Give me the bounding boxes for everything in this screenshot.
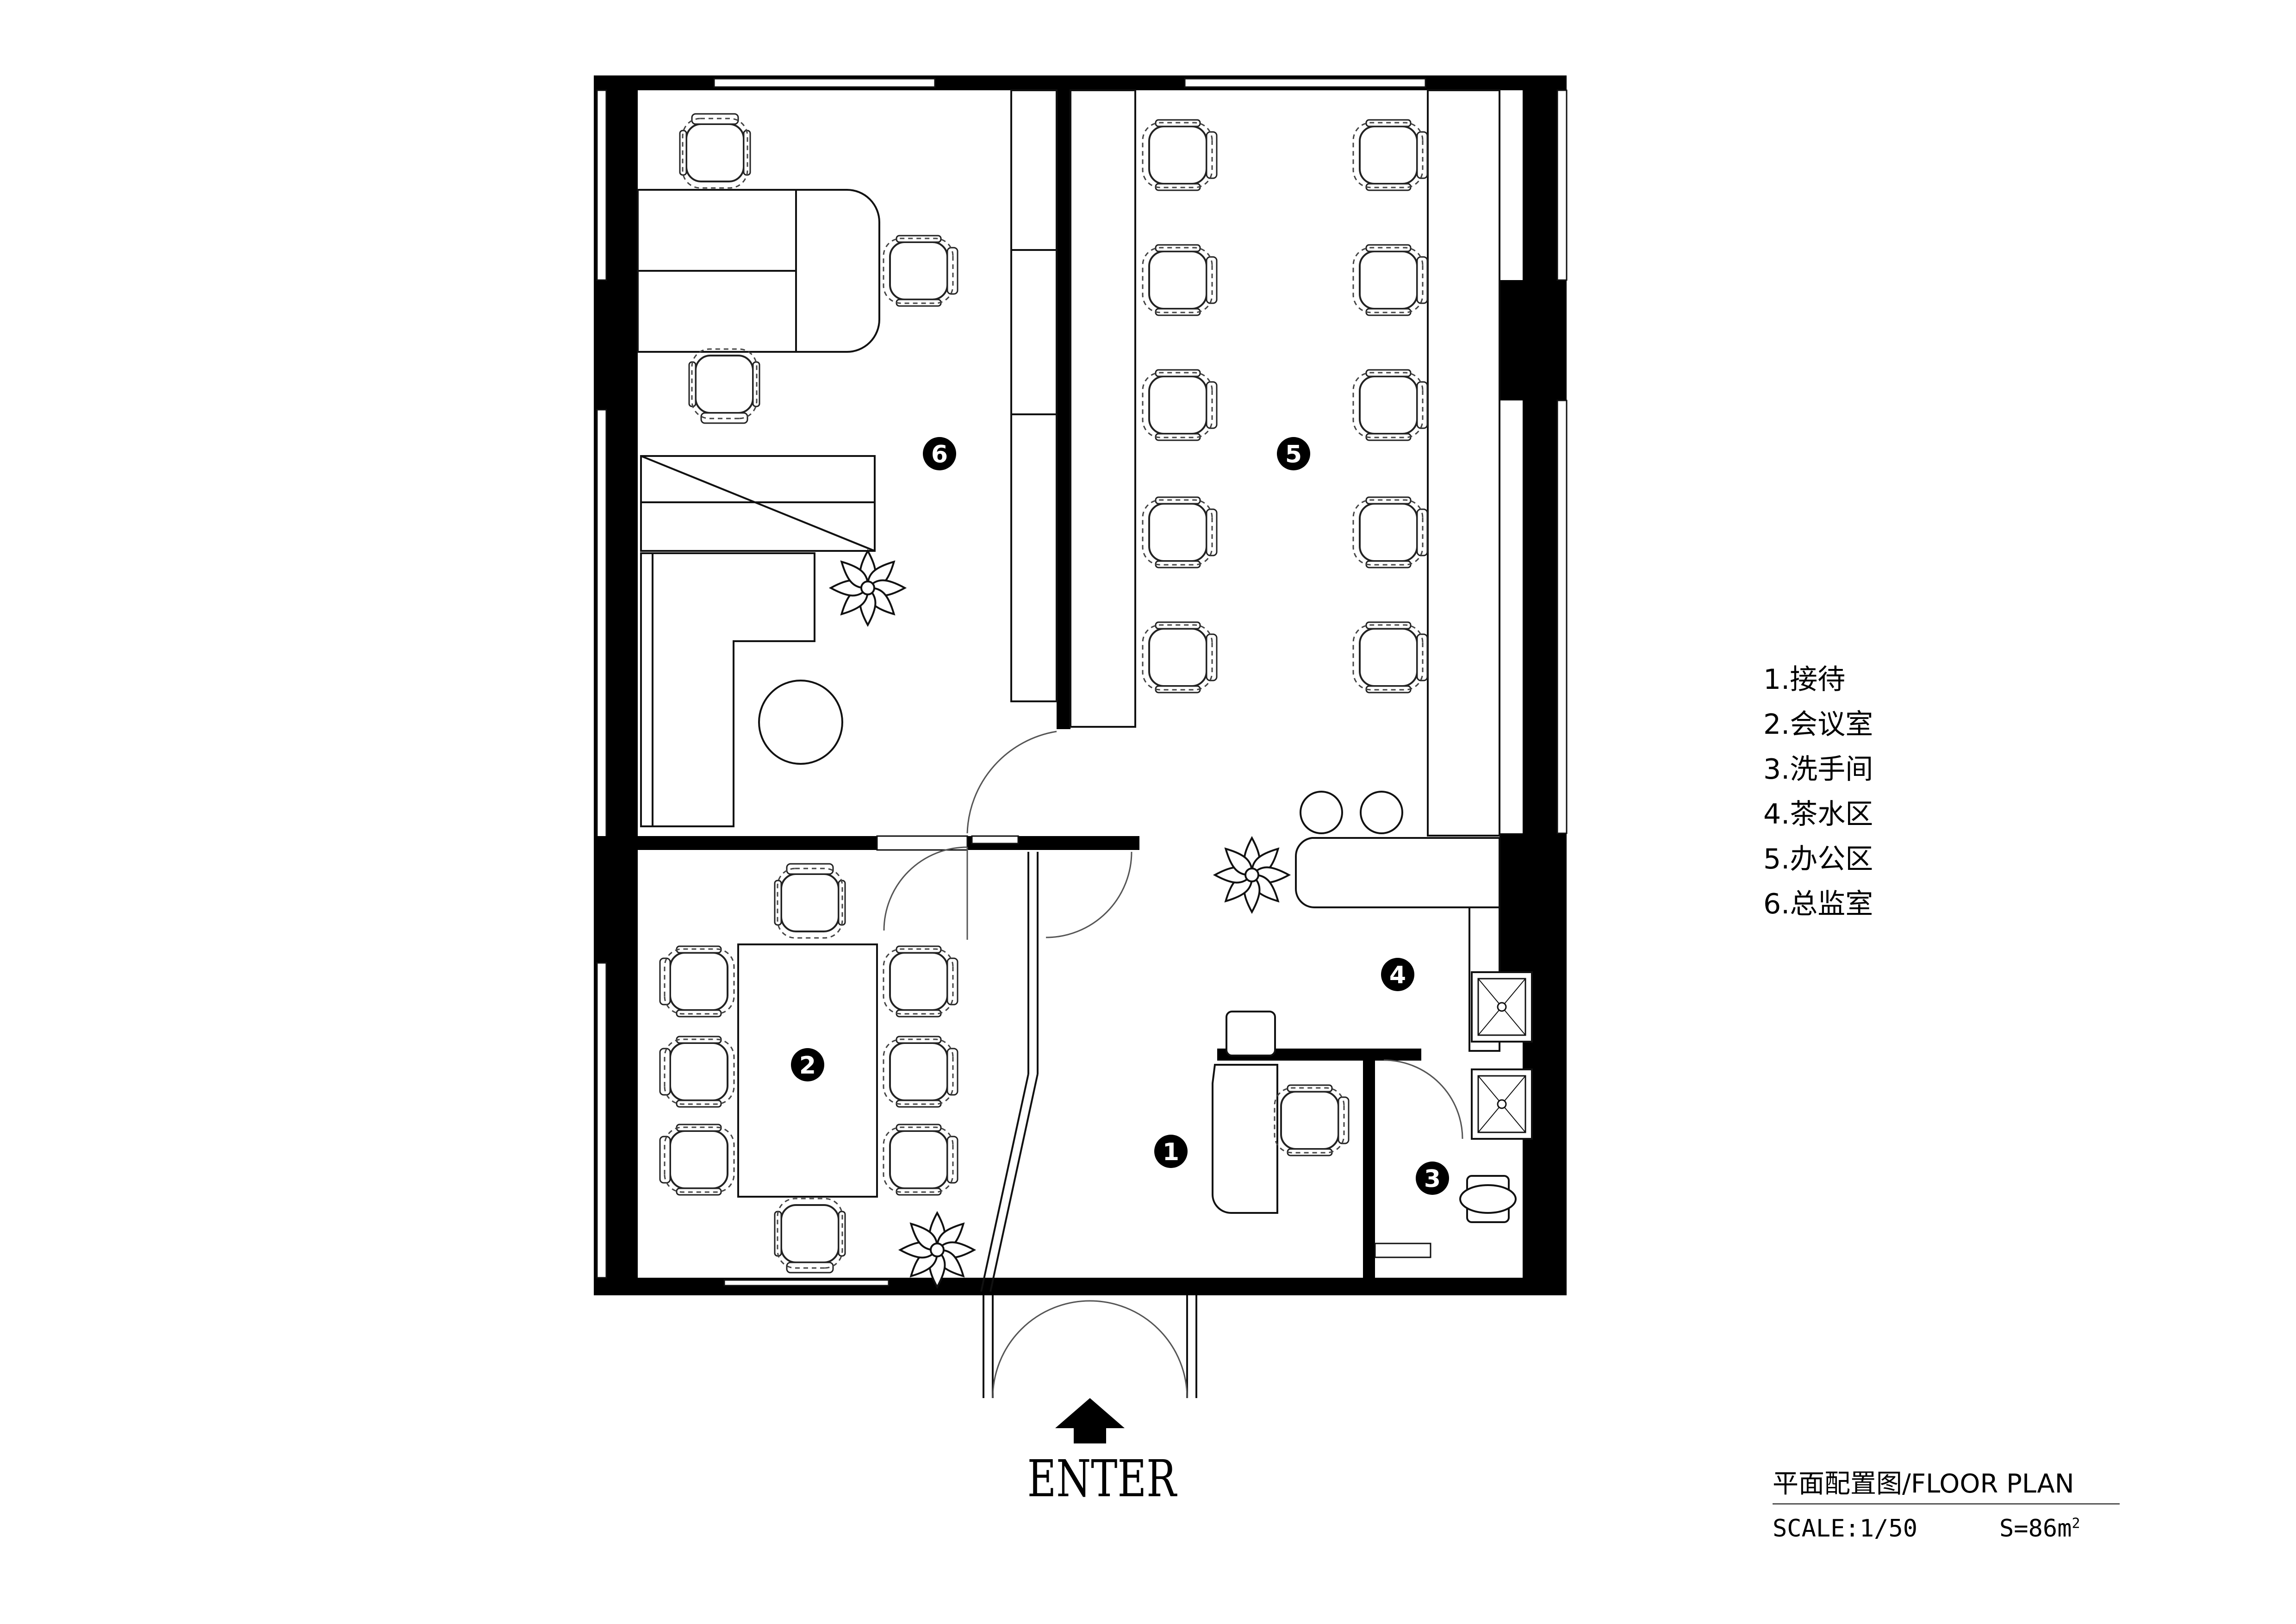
plant-icon xyxy=(1214,837,1290,913)
reception-chair xyxy=(1274,1084,1350,1156)
entrance-label: ENTER xyxy=(1027,1449,1176,1508)
pantry-sink-icon xyxy=(1471,971,1533,1043)
plant-icon xyxy=(899,1212,975,1288)
drawing-title: 平面配置图/FLOOR PLAN xyxy=(1773,1463,2120,1505)
floor-area: S=86m2 xyxy=(1999,1515,2080,1543)
room-marker-5: 5 xyxy=(1277,437,1310,470)
room-marker-number: 5 xyxy=(1285,441,1302,468)
legend-item-director-office: 6.总监室 xyxy=(1763,888,1873,920)
legend-item-washroom: 3.洗手间 xyxy=(1763,753,1873,786)
entrance-doors xyxy=(983,1295,1197,1399)
interior-walls xyxy=(594,90,1431,1285)
room-marker-6: 6 xyxy=(923,437,956,470)
room-marker-3: 3 xyxy=(1416,1162,1449,1195)
director-office-chair xyxy=(883,235,958,307)
room-marker-1: 1 xyxy=(1154,1135,1188,1168)
room-marker-number: 6 xyxy=(931,441,948,468)
legend-item-office-area: 5.办公区 xyxy=(1763,843,1873,875)
open-office-chairs xyxy=(1142,119,1428,693)
scale-row: SCALE:1/50 S=86m2 xyxy=(1773,1515,2120,1543)
washroom-sink-icon xyxy=(1471,1068,1533,1140)
drawing-scale: SCALE:1/50 xyxy=(1773,1515,1918,1543)
open-office-furniture xyxy=(1070,89,1500,837)
room-marker-number: 4 xyxy=(1389,962,1406,989)
director-office-chair xyxy=(679,113,751,189)
washroom-door-swing xyxy=(1383,1059,1463,1139)
floor-area-value: S=86m xyxy=(1999,1515,2072,1543)
room-marker-4: 4 xyxy=(1381,958,1414,991)
director-office-chair xyxy=(688,348,760,424)
room-legend: 1.接待 2.会议室 3.洗手间 4.茶水区 5.办公区 6.总监室 xyxy=(1763,657,1873,927)
toilet-icon xyxy=(1459,1175,1517,1223)
legend-item-pantry: 4.茶水区 xyxy=(1763,798,1873,831)
room-marker-2: 2 xyxy=(791,1048,824,1081)
reception-partition xyxy=(980,852,1039,1292)
room-marker-number: 2 xyxy=(799,1052,816,1080)
room-marker-number: 1 xyxy=(1163,1138,1179,1166)
legend-item-reception: 1.接待 xyxy=(1763,663,1846,696)
title-block: 平面配置图/FLOOR PLAN SCALE:1/50 S=86m2 xyxy=(1773,1463,2120,1543)
entry-arrow-icon xyxy=(1055,1398,1125,1443)
director-office-furniture xyxy=(637,89,1058,827)
door-swings xyxy=(883,731,1132,940)
plant-icon xyxy=(830,550,906,626)
reception-desk xyxy=(1212,1011,1278,1214)
meeting-room-cabinet xyxy=(723,1279,890,1287)
legend-item-meeting-room: 2.会议室 xyxy=(1763,708,1873,741)
floor-area-unit-exponent: 2 xyxy=(2072,1515,2080,1532)
room-marker-number: 3 xyxy=(1424,1165,1441,1193)
